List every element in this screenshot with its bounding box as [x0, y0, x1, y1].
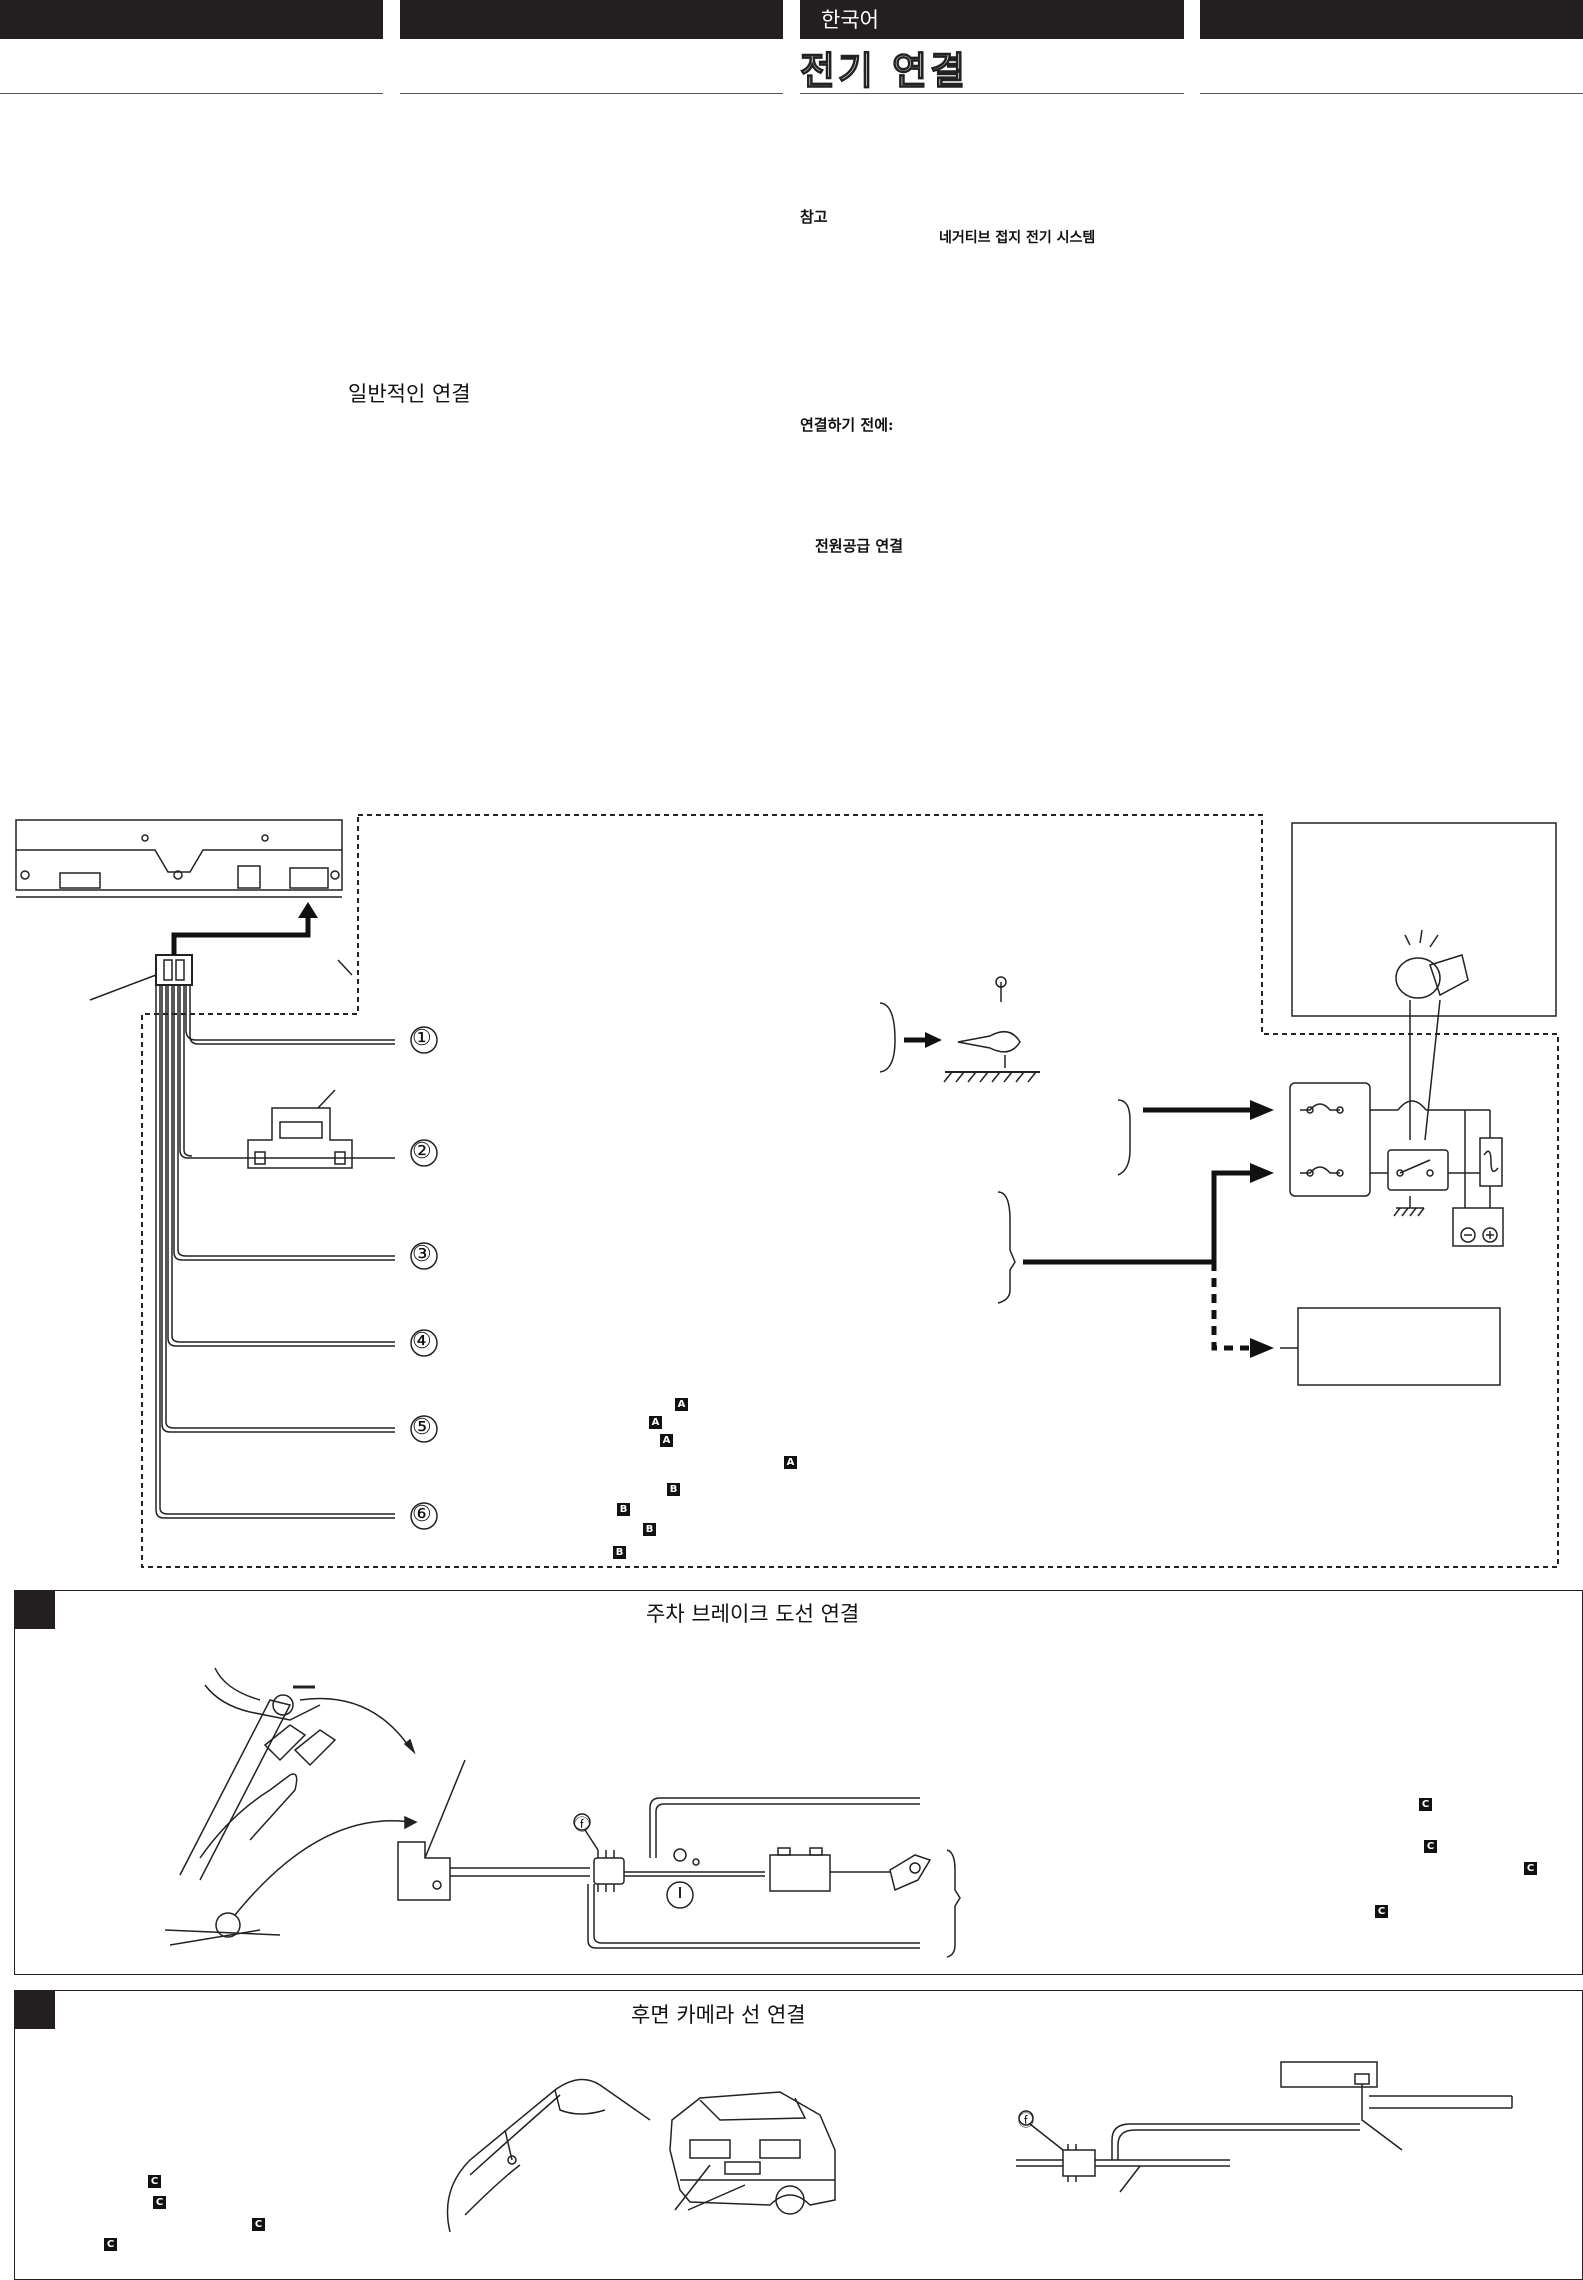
language-label: 한국어 [821, 8, 879, 32]
rear-camera-section [14, 1990, 1583, 2280]
ref-mark-b: B [613, 1546, 626, 1559]
wire-4-number: ④ [412, 1329, 432, 1354]
wiring-diagram [15, 814, 1559, 1568]
column-rule-3 [800, 93, 1184, 94]
section-corner-tab [15, 1991, 55, 2029]
before-connecting-heading: 연결하기 전에: [800, 416, 894, 434]
parking-brake-section [14, 1590, 1583, 1975]
rear-camera-title: 후면 카메라 선 연결 [631, 2003, 806, 2027]
ref-mark-c: C [153, 2196, 166, 2209]
ground-system-text: 네거티브 접지 전기 시스템 [939, 230, 1096, 246]
header-bar-2 [400, 0, 783, 39]
note-heading: 참고 [800, 208, 828, 226]
page-title: 전기 연결 [799, 48, 969, 93]
ref-mark-b: B [643, 1523, 656, 1536]
ref-mark-b: B [617, 1503, 630, 1516]
camera-connector-callout-f: ⓕ [1018, 2111, 1035, 2130]
connector-callout-f: ⓕ [574, 1815, 591, 1834]
wire-5-number: ⑤ [412, 1415, 432, 1440]
ref-mark-c: C [104, 2238, 117, 2251]
ref-mark-a: A [675, 1398, 688, 1411]
wire-2-number: ② [412, 1139, 432, 1164]
general-connection-heading: 일반적인 연결 [348, 382, 471, 406]
header-bar-3 [800, 0, 1184, 39]
ref-mark-a: A [784, 1456, 797, 1469]
section-corner-tab [15, 1591, 55, 1629]
ref-mark-c: C [1419, 1798, 1432, 1811]
column-rule-1 [0, 93, 383, 94]
ref-mark-c: C [252, 2218, 265, 2231]
ref-mark-c: C [1524, 1862, 1537, 1875]
column-rule-4 [1200, 93, 1583, 94]
ref-mark-c: C [1424, 1840, 1437, 1853]
header-bar-1 [0, 0, 383, 39]
ref-mark-c: C [148, 2175, 161, 2188]
parking-brake-title: 주차 브레이크 도선 연결 [646, 1602, 860, 1626]
ref-mark-a: A [649, 1416, 662, 1429]
ref-mark-c: C [1375, 1905, 1388, 1918]
power-connection-heading: 전원공급 연결 [815, 537, 904, 555]
wire-3-number: ③ [412, 1242, 432, 1267]
wire-6-number: ⑥ [412, 1502, 432, 1527]
ref-mark-b: B [667, 1483, 680, 1496]
column-rule-2 [400, 93, 783, 94]
header-bar-4 [1200, 0, 1583, 39]
ref-mark-a: A [660, 1434, 673, 1447]
wire-1-number: ① [412, 1026, 432, 1051]
